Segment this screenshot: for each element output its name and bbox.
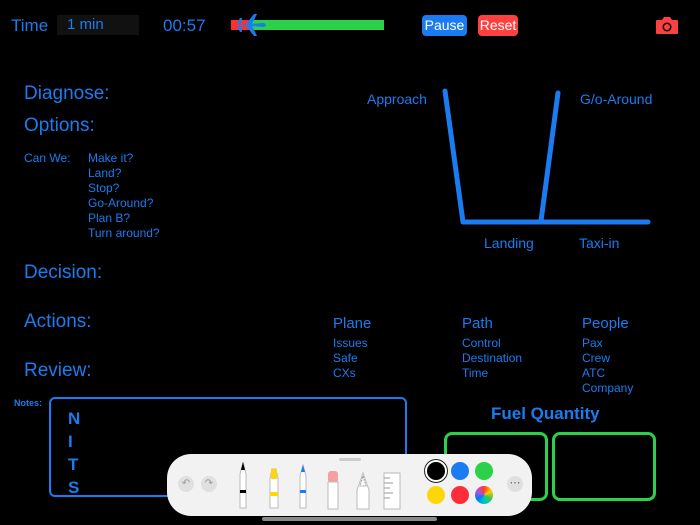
marker-tool-icon[interactable] [268,468,280,510]
pause-button[interactable]: Pause [422,15,467,36]
list-item: Turn around? [88,226,160,240]
yellow-color-swatch[interactable] [427,486,445,504]
column-title: People [582,315,629,332]
list-item: CXs [333,366,356,380]
lasso-tool-icon[interactable] [355,472,371,510]
red-color-swatch[interactable] [451,486,469,504]
path-column: Path Control Destination Time [462,315,522,381]
blue-color-swatch[interactable] [451,462,469,480]
decision-heading: Decision: [24,262,103,283]
eraser-tool-icon[interactable] [326,470,340,510]
approach-landing-line [442,88,651,225]
plane-column: Plane Issues Safe CXs [333,315,371,381]
list-item: Make it? [88,151,134,165]
list-item: Plan B? [88,211,131,225]
ruler-tool-icon[interactable] [382,472,402,510]
duration-select[interactable]: 1 min [57,15,139,35]
markup-toolbar: ↶ ↷ ⋯ [167,454,532,516]
color-picker-icon[interactable] [475,486,493,504]
undo-icon[interactable]: ↶ [178,476,194,492]
list-item: Control [462,336,501,350]
list-item: Pax [582,336,603,350]
list-item: Go-Around? [88,196,154,210]
camera-icon[interactable] [655,15,679,35]
column-title: Path [462,315,493,332]
redo-icon[interactable]: ↷ [201,476,217,492]
actions-heading: Actions: [24,311,92,332]
list-item: Company [582,381,634,395]
airplane-icon [236,14,266,36]
list-item: Land? [88,166,122,180]
people-column: People Pax Crew ATC Company [582,315,633,396]
flight-phase-diagram [442,88,651,225]
column-title: Plane [333,315,372,332]
nits-letter: S [68,478,80,497]
home-indicator [262,517,437,521]
options-heading: Options: [24,115,95,136]
pencil-tool-icon[interactable] [297,464,309,510]
notes-label: Notes: [14,398,43,408]
list-item: Stop? [88,181,120,195]
list-item: Time [462,366,489,380]
toolbar-grabber[interactable] [339,458,361,461]
time-label: Time [11,16,49,35]
diagnose-heading: Diagnose: [24,83,110,104]
can-we-label: Can We: [24,151,71,165]
list-item: Crew [582,351,611,365]
nits-letter: T [68,455,79,474]
nits-letter: I [68,432,73,451]
list-item: Issues [333,336,368,350]
go-around-label: G/o-Around [580,91,653,107]
list-item: ATC [582,366,606,380]
options-list: Make it? Land? Stop? Go-Around? Plan B? … [88,151,160,241]
reset-button[interactable]: Reset [478,15,518,36]
nits-letters: N I T S [68,407,80,499]
go-around-line [538,90,561,224]
more-options-icon[interactable]: ⋯ [507,476,523,492]
approach-label: Approach [367,91,427,107]
taxi-in-label: Taxi-in [579,235,620,251]
nits-letter: N [68,409,81,428]
landing-label: Landing [484,235,534,251]
fuel-tank-right[interactable] [552,432,656,501]
list-item: Safe [333,351,358,365]
countdown-clock: 00:57 [163,16,206,35]
black-color-swatch[interactable] [427,462,445,480]
pen-tool-icon[interactable] [237,460,249,510]
list-item: Destination [462,351,523,365]
green-color-swatch[interactable] [475,462,493,480]
fuel-quantity-title: Fuel Quantity [491,404,600,423]
review-heading: Review: [24,360,92,381]
